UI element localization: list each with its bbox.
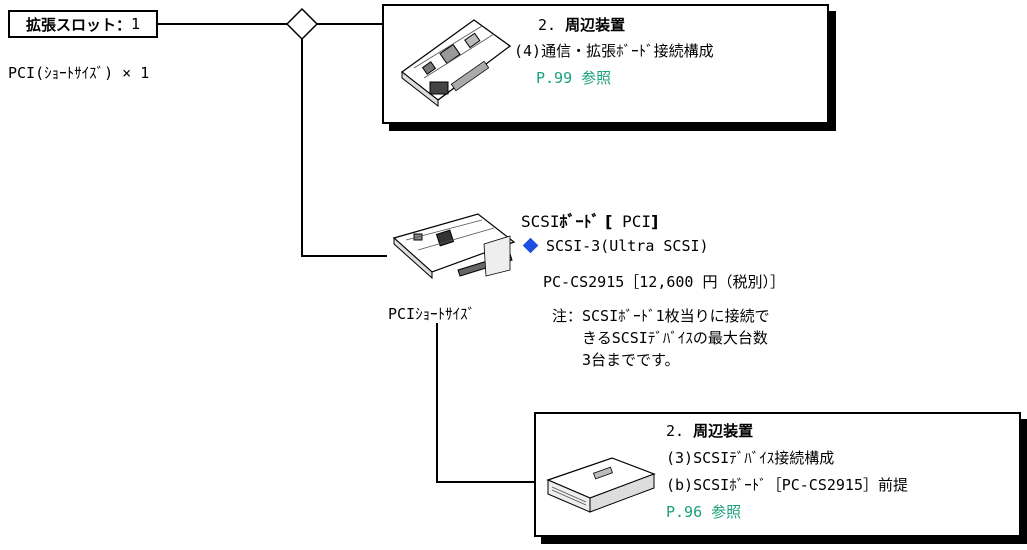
board-title-pci: PCI — [622, 212, 651, 231]
card-bottom-page-reference[interactable]: P.96 参照 — [666, 503, 742, 521]
scsi-spec-line: SCSI-3(Ultra SCSI) — [522, 237, 709, 255]
note-line: きるSCSIﾃﾞﾊﾞｲｽの最大台数 — [552, 329, 768, 347]
slot-spec: PCI(ｼｮｰﾄｻｲｽﾞ) × 1 — [8, 64, 150, 82]
note-line: 注：SCSIﾎﾞｰﾄﾞ1枚当りに接続で — [552, 307, 770, 325]
scsi-spec: SCSI-3(Ultra SCSI) — [546, 237, 709, 255]
scsi-board-image — [392, 213, 516, 280]
scsi-device-image — [546, 457, 656, 513]
card-top-page-reference[interactable]: P.99 参照 — [536, 69, 612, 87]
peripheral-card-communication: 2. 周辺装置 (4)通信・拡張ﾎﾞｰﾄﾞ接続構成 P.99 参照 — [382, 4, 829, 124]
board-title-end: ] — [650, 212, 659, 231]
scsi-note: 注：SCSIﾎﾞｰﾄﾞ1枚当りに接続で きるSCSIﾃﾞﾊﾞｲｽの最大台数 3台… — [552, 305, 770, 371]
peripheral-card-scsi-device: 2. 周辺装置 (3)SCSIﾃﾞﾊﾞｲｽ接続構成 (b)SCSIﾎﾞｰﾄﾞ［P… — [534, 412, 1021, 537]
card-top-section-title: 周辺装置 — [565, 16, 626, 34]
slot-label: 拡張スロット： — [26, 15, 132, 34]
expansion-board-image — [400, 19, 512, 108]
note-line: 3台までです。 — [552, 351, 680, 369]
scsi-model-price: PC-CS2915［12,600 円（税別）］ — [543, 273, 785, 291]
board-title-prefix: SCSI — [521, 212, 560, 231]
card-bottom-line1: (3)SCSIﾃﾞﾊﾞｲｽ接続構成 — [666, 449, 835, 467]
card-bottom-section-number: 2. — [666, 422, 685, 440]
pci-short-size-caption: PCIｼｮｰﾄｻｲｽﾞ — [388, 305, 476, 323]
blue-diamond-icon — [522, 237, 539, 254]
expansion-slot-box: 拡張スロット： 1 — [8, 10, 158, 38]
card-bottom-line2: (b)SCSIﾎﾞｰﾄﾞ［PC-CS2915］前提 — [666, 476, 908, 494]
card-bottom-section-title: 周辺装置 — [693, 422, 754, 440]
board-title-bold: ﾎﾞｰﾄﾞ [ — [559, 212, 613, 231]
branch-diamond — [285, 7, 319, 41]
scsi-board-title: SCSIﾎﾞｰﾄﾞ [ PCI] — [521, 208, 658, 232]
card-top-line1: (4)通信・拡張ﾎﾞｰﾄﾞ接続構成 — [514, 42, 714, 60]
slot-count: 1 — [131, 15, 141, 33]
card-top-section-number: 2. — [538, 16, 557, 34]
